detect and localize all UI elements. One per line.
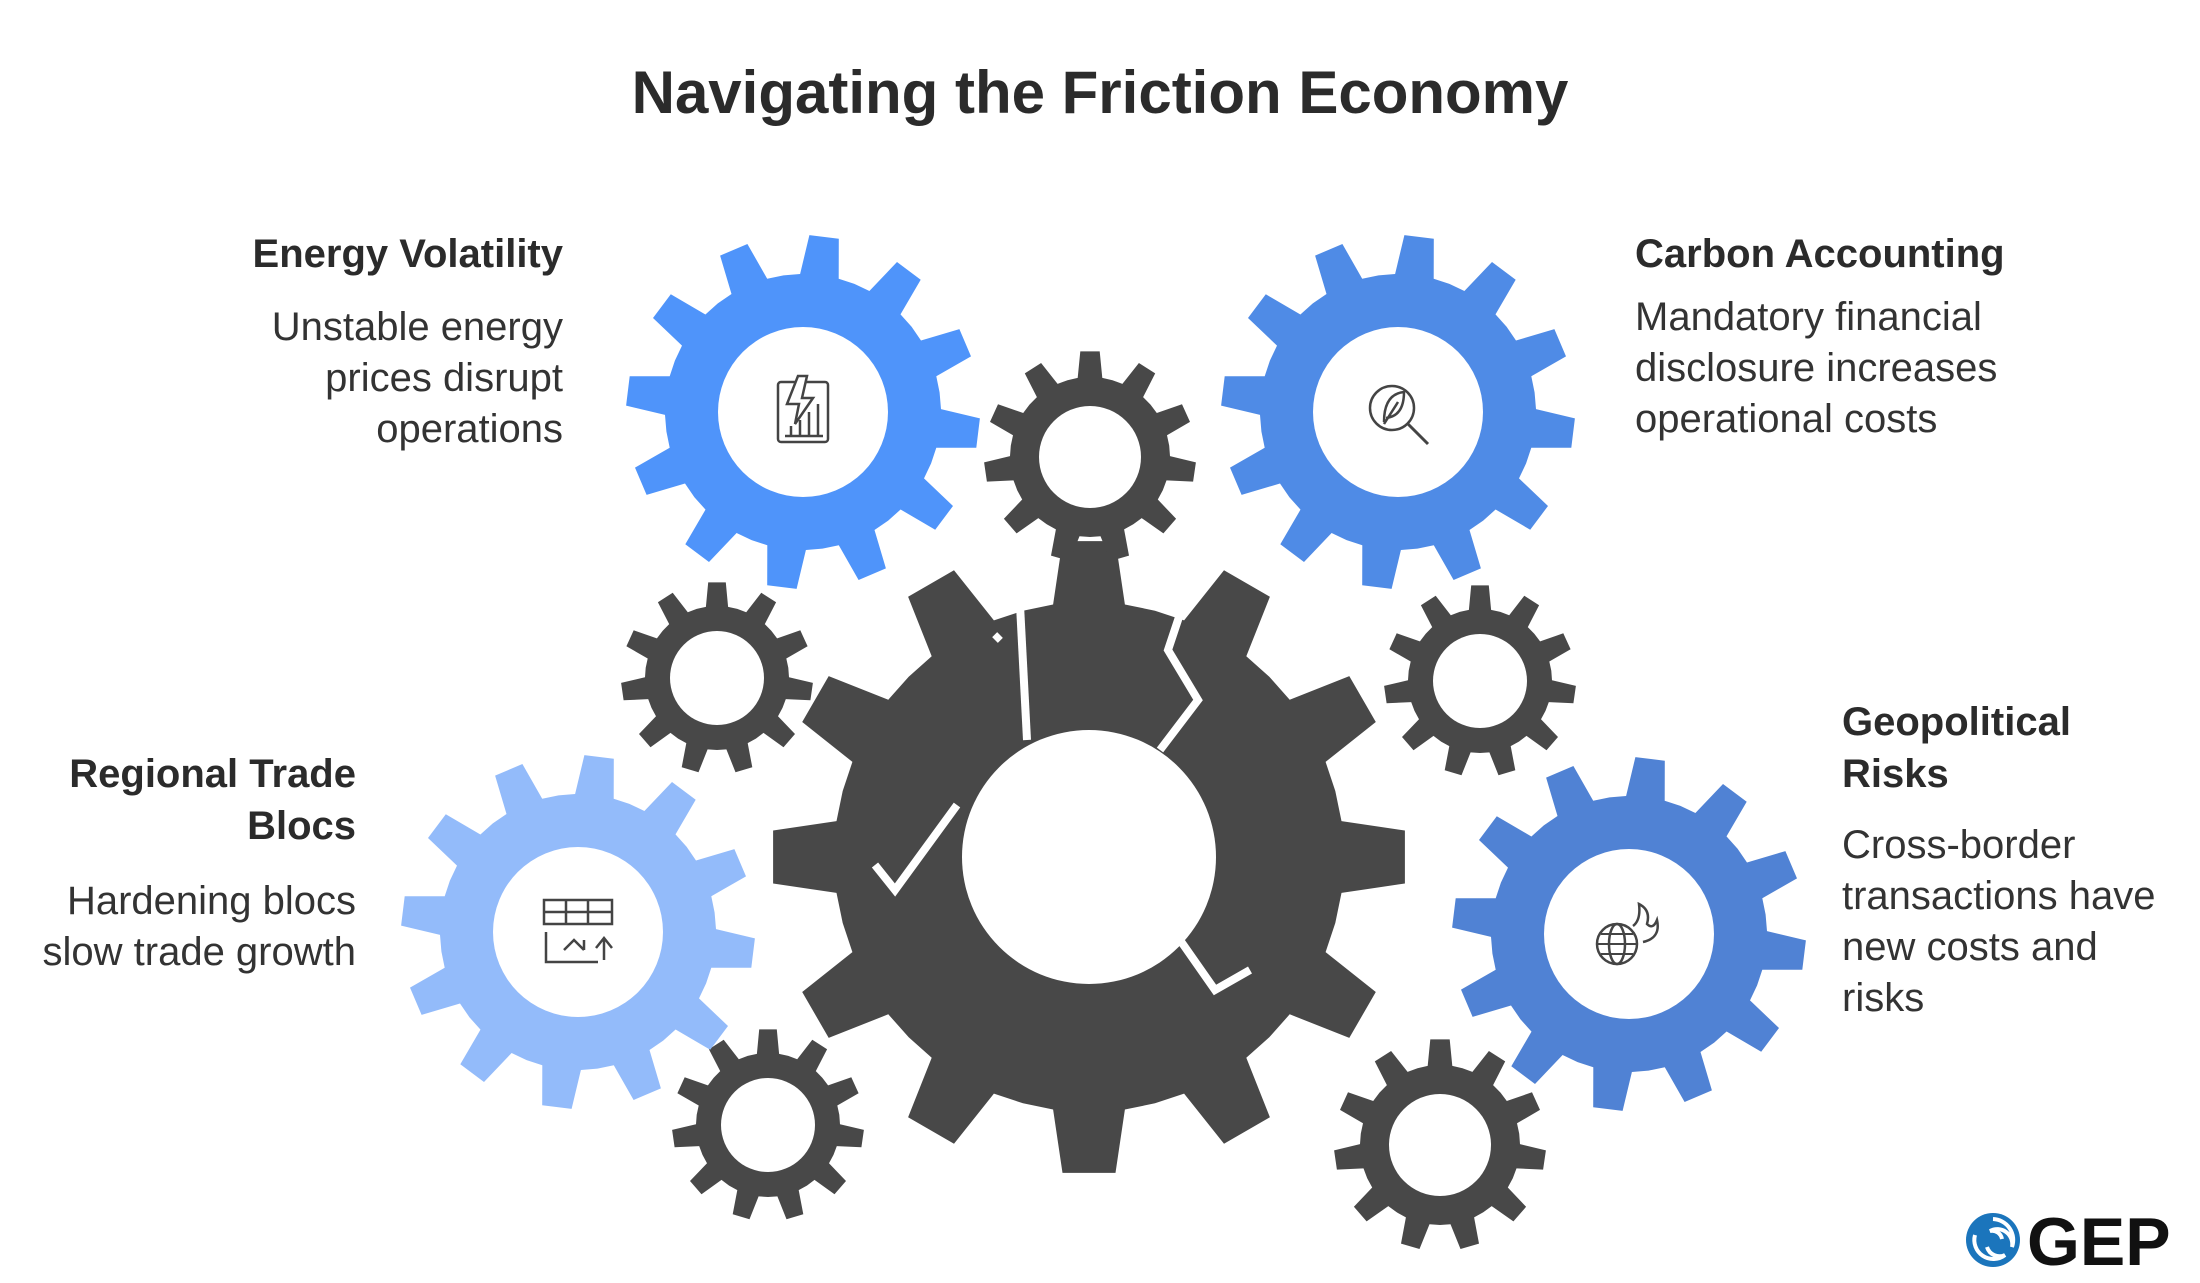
item-heading: Regional Trade Blocs	[69, 752, 356, 848]
gear-crack	[992, 632, 1003, 643]
item-energy-volatility: Energy Volatility Unstable energy prices…	[43, 228, 563, 455]
item-heading: Energy Volatility	[252, 232, 563, 276]
item-heading: Carbon Accounting	[1635, 232, 2005, 276]
gear-crack	[1176, 937, 1252, 996]
item-heading: Geopolitical Risks	[1842, 700, 2071, 796]
gear-crack	[1016, 604, 1031, 741]
small-gear-bottom-left	[672, 1029, 864, 1220]
item-carbon-accounting: Carbon Accounting Mandatory financial di…	[1635, 228, 2155, 445]
gear-carbon-accounting	[1221, 235, 1575, 589]
item-geopolitical-risks: Geopolitical Risks Cross-border transact…	[1842, 696, 2200, 1024]
small-gear-bottom-right	[1334, 1039, 1546, 1249]
item-description: Hardening blocs slow trade growth	[42, 879, 356, 974]
small-gear-right	[1384, 585, 1576, 776]
small-gear-left	[621, 582, 813, 773]
item-description: Mandatory financial disclosure increases…	[1635, 295, 1998, 441]
gear-geopolitical-risks	[1452, 757, 1806, 1111]
page-title: Navigating the Friction Economy	[631, 59, 1569, 126]
svg-text:GEP: GEP	[2027, 1205, 2171, 1275]
item-regional-trade-blocs: Regional Trade Blocs Hardening blocs slo…	[0, 748, 356, 978]
gear-regional-trade-blocs	[401, 755, 755, 1109]
globe-fire-icon	[1595, 901, 1659, 966]
gear-crack	[871, 802, 961, 897]
central-broken-gear	[773, 541, 1405, 1173]
gep-logo: GEP	[1966, 1205, 2171, 1275]
energy-chart-icon	[776, 374, 830, 444]
leaf-search-icon	[1368, 384, 1430, 446]
trade-grid-icon	[542, 898, 614, 964]
item-description: Unstable energy prices disrupt operation…	[271, 305, 563, 451]
gear-energy-volatility	[626, 235, 980, 589]
item-description: Cross-border transactions have new costs…	[1842, 823, 2156, 1020]
gear-crack	[1156, 558, 1203, 753]
small-gear-top	[984, 351, 1196, 561]
